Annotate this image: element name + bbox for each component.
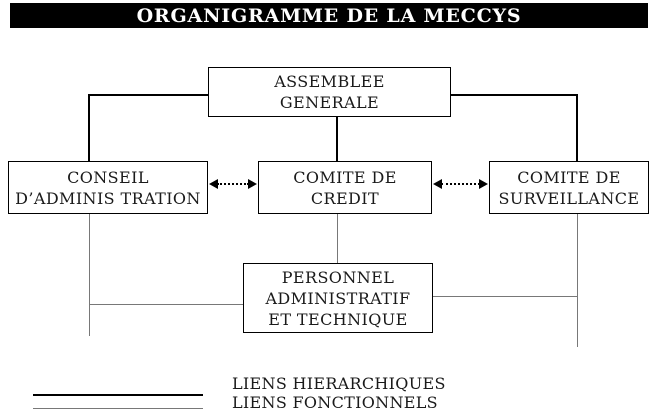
box-conseil-administration: CONSEIL D’ADMINIS TRATION bbox=[8, 161, 208, 214]
box-label-line: PERSONNEL bbox=[281, 267, 395, 287]
box-label-line: SURVEILLANCE bbox=[498, 188, 640, 208]
connector-assemblee-to-surveillance-vertical bbox=[576, 94, 578, 161]
box-label-line: CONSEIL bbox=[67, 167, 149, 187]
dotted-arrow-conseil-credit bbox=[209, 178, 257, 190]
box-assemblee-generale: ASSEMBLEE GENERALE bbox=[208, 67, 451, 117]
connector-assemblee-to-conseil-vertical bbox=[88, 94, 90, 161]
functional-link-conseil-to-personnel bbox=[89, 304, 243, 305]
dotted-line bbox=[217, 183, 249, 185]
arrowhead-right-icon bbox=[479, 179, 488, 189]
box-comite-de-credit: COMITE DE CREDIT bbox=[258, 161, 432, 214]
legend-hierarchical-line-sample bbox=[33, 394, 203, 396]
box-label-line: ET TECHNIQUE bbox=[268, 309, 408, 329]
arrowhead-left-icon bbox=[209, 179, 218, 189]
connector-assemblee-to-surveillance-horizontal bbox=[451, 94, 578, 96]
functional-link-surveillance-to-personnel bbox=[433, 296, 577, 297]
functional-link-conseil-vertical bbox=[89, 214, 90, 336]
functional-link-surveillance-vertical bbox=[577, 214, 578, 347]
legend-functional-line-sample bbox=[33, 408, 203, 409]
page-title: ORGANIGRAMME DE LA MECCYS bbox=[136, 4, 522, 27]
dotted-arrow-credit-surveillance bbox=[433, 178, 488, 190]
functional-link-credit-to-personnel bbox=[337, 214, 338, 263]
legend-label-hierarchical: LIENS HIERARCHIQUES bbox=[232, 374, 446, 393]
box-label-line: COMITE DE bbox=[293, 167, 397, 187]
box-label-line: CREDIT bbox=[310, 188, 380, 208]
arrowhead-left-icon bbox=[433, 179, 442, 189]
box-label-line: ASSEMBLEE bbox=[274, 72, 385, 91]
box-label-line: D’ADMINIS TRATION bbox=[15, 188, 201, 208]
dotted-line bbox=[441, 183, 480, 185]
title-banner: ORGANIGRAMME DE LA MECCYS bbox=[10, 3, 648, 28]
box-comite-de-surveillance: COMITE DE SURVEILLANCE bbox=[489, 161, 649, 214]
box-label-line: GENERALE bbox=[279, 93, 380, 112]
box-label-line: ADMINISTRATIF bbox=[265, 288, 411, 308]
box-label-line: COMITE DE bbox=[517, 167, 621, 187]
connector-assemblee-to-credit-vertical bbox=[336, 115, 338, 161]
connector-assemblee-to-conseil-horizontal bbox=[88, 94, 208, 96]
legend-label-functional: LIENS FONCTIONNELS bbox=[232, 393, 438, 412]
box-personnel-administratif: PERSONNEL ADMINISTRATIF ET TECHNIQUE bbox=[243, 263, 433, 333]
arrowhead-right-icon bbox=[248, 179, 257, 189]
